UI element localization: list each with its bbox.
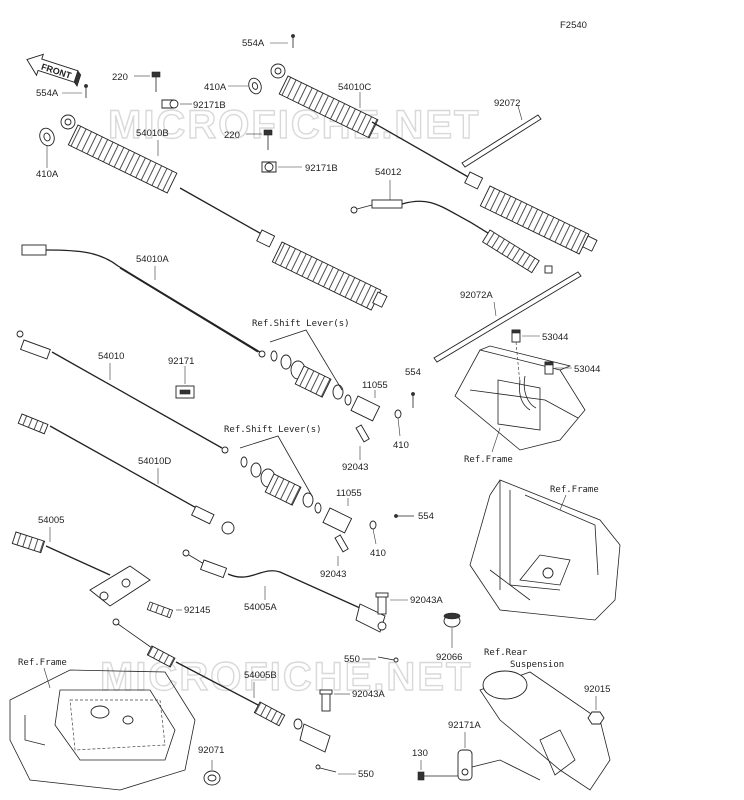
label-54005B: 54005B [244, 670, 277, 681]
label-92171B-a: 92171B [193, 100, 226, 111]
label-54012: 54012 [375, 167, 401, 178]
cable-54010 [16, 330, 229, 454]
label-54010B: 54010B [136, 128, 169, 139]
ref-rear-suspension-2: Suspension [510, 660, 564, 670]
watermark-bottom: MICROFICHE.NET [100, 655, 472, 699]
frame-bottom-left [9, 669, 196, 791]
label-410-a: 410 [393, 440, 409, 451]
frame-mid-right [469, 479, 621, 621]
bolt-220-a [134, 71, 161, 92]
ref-shift-lever-2: Ref.Shift Lever(s) [224, 425, 322, 435]
cable-54005B [112, 618, 331, 753]
pin-554-b [394, 514, 414, 518]
bolt-130 [417, 760, 458, 781]
label-54010D: 54010D [138, 456, 171, 467]
label-92072: 92072 [494, 98, 520, 109]
front-arrow-icon: FRONT [26, 53, 82, 87]
ref-rear-suspension-1: Ref.Rear [484, 648, 528, 658]
label-92171B-b: 92171B [305, 163, 338, 174]
label-92171A: 92171A [448, 720, 481, 731]
cable-54010C [270, 63, 598, 255]
label-92015: 92015 [584, 684, 610, 695]
label-54005A: 54005A [244, 602, 277, 613]
pin-554-a [411, 392, 415, 408]
label-54010C: 54010C [338, 82, 371, 93]
ref-frame-1: Ref.Frame [464, 455, 513, 465]
label-92145: 92145 [184, 605, 210, 616]
label-92043-a: 92043 [342, 462, 368, 473]
label-54010: 54010 [98, 351, 124, 362]
tie-92072A [433, 271, 582, 363]
pin-92043A-a [375, 592, 408, 615]
label-92043-b: 92043 [320, 569, 346, 580]
cotter-550-a [362, 656, 399, 663]
label-554A-left: 554A [36, 88, 59, 99]
label-54010A: 54010A [136, 254, 169, 265]
label-410-b: 410 [370, 548, 386, 559]
clamp-92171B-a [161, 99, 192, 109]
watermark-top: MICROFICHE.NET [108, 103, 480, 147]
label-220-b: 220 [224, 130, 240, 141]
label-410A-a: 410A [204, 82, 227, 93]
label-53044-a: 53044 [542, 332, 568, 343]
part-53044-b [544, 361, 572, 375]
clamp-92171A [457, 732, 473, 781]
washer-410-b [369, 520, 377, 545]
cable-54010A [21, 244, 266, 358]
clip-92171 [175, 366, 195, 399]
cap-92066 [443, 612, 461, 648]
clamp-92171B-b [261, 161, 302, 173]
label-130: 130 [412, 748, 428, 759]
label-554A-top: 554A [242, 38, 265, 49]
label-92171: 92171 [168, 356, 194, 367]
label-92066: 92066 [436, 652, 462, 663]
label-11055-a: 11055 [362, 380, 388, 391]
label-220-a: 220 [112, 72, 128, 83]
rear-suspension-arm [459, 670, 611, 791]
label-554-a: 554 [405, 367, 421, 378]
cotter-550-b [315, 764, 356, 775]
pin-92043-b [334, 534, 349, 566]
washer-410A-a [228, 77, 262, 95]
label-92043A-a: 92043A [410, 595, 443, 606]
bracket-11055-a [350, 390, 381, 422]
part-53044-a [511, 329, 540, 343]
label-550-a: 550 [344, 654, 360, 665]
label-53044-b: 53044 [574, 364, 600, 375]
cable-54012 [350, 199, 553, 274]
shift-lever-group-2 [239, 435, 322, 514]
ref-frame-2: Ref.Frame [550, 485, 599, 495]
shift-lever-group-1 [269, 329, 352, 406]
washer-410-a [394, 409, 402, 437]
label-54005: 54005 [38, 515, 64, 526]
ref-frame-3: Ref.Frame [18, 658, 67, 668]
diagram-code: F2540 [560, 20, 587, 31]
ref-shift-lever-1: Ref.Shift Lever(s) [252, 319, 350, 329]
label-92071: 92071 [198, 745, 224, 756]
frame-top-right [454, 345, 586, 451]
washer-410A-b [39, 127, 55, 168]
nut-92015 [587, 696, 605, 725]
label-92072A: 92072A [460, 290, 493, 301]
label-554-b: 554 [418, 511, 434, 522]
bracket-11055-b [322, 498, 353, 534]
pin-554A-top [270, 34, 295, 48]
grommet-92071 [203, 760, 221, 786]
label-92043A-b: 92043A [352, 689, 385, 700]
tie-92072 [461, 105, 542, 168]
cable-54010B [60, 114, 388, 311]
label-11055-b: 11055 [336, 488, 362, 499]
cable-54010D [17, 413, 235, 535]
bolt-220-b [246, 129, 273, 150]
label-410A-b: 410A [36, 169, 59, 180]
pin-92043A-b [319, 689, 350, 712]
pin-92043-a [355, 424, 370, 460]
cable-54005 [11, 531, 151, 607]
pin-554A-left [62, 84, 88, 98]
cable-54005A [182, 549, 387, 633]
label-550-b: 550 [358, 769, 374, 780]
spring-92145 [146, 601, 182, 619]
